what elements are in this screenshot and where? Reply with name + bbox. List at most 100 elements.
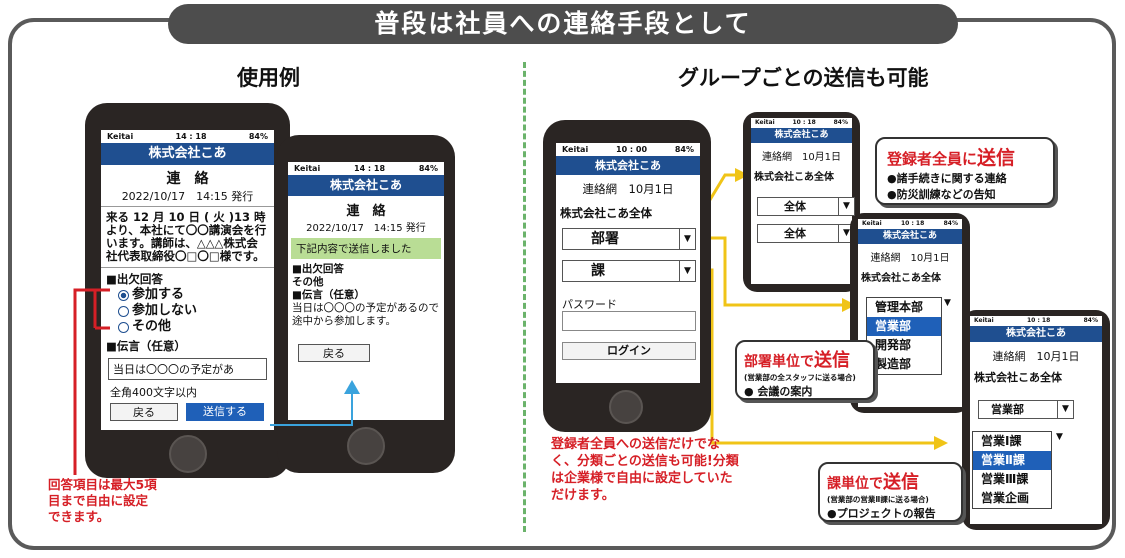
network-date: 連絡網 10月1日 — [870, 253, 950, 264]
home-button[interactable] — [169, 435, 207, 473]
attendance-label: ■出欠回答 — [106, 272, 163, 286]
all-select-2[interactable]: 全体▼ — [757, 224, 855, 243]
option-other[interactable]: その他 — [118, 319, 269, 335]
radio-checked-icon — [118, 289, 129, 301]
dept-option-selected[interactable]: 営業部 — [867, 317, 941, 336]
dropdown-arrow-icon: ▼ — [1057, 401, 1073, 418]
login-button[interactable]: ログイン — [562, 342, 696, 360]
app-header: 株式会社こあ — [751, 128, 852, 143]
dept-option[interactable]: 開発部 — [875, 338, 912, 352]
dropdown-arrow-icon: ▼ — [679, 261, 695, 281]
callout-item: ●諸手続きに関する連絡 — [887, 172, 1007, 185]
password-label: パスワード — [562, 298, 617, 311]
section-option-selected[interactable]: 営業Ⅱ課 — [973, 451, 1051, 470]
company-all: 株式会社こあ全体 — [974, 371, 1062, 384]
section-select[interactable]: 課▼ — [562, 260, 696, 282]
blue-arrow — [270, 392, 353, 426]
message-title: 連 絡 — [346, 204, 386, 219]
app-header: 株式会社こあ — [288, 175, 444, 196]
message-body: 来る 12 月 10 日 ( 火 )13 時より、本社にて〇〇講演会を行います。… — [101, 206, 274, 267]
dropdown-arrow-icon: ▼ — [838, 225, 854, 242]
dept-select[interactable]: 営業部▼ — [978, 400, 1074, 419]
note-answer-items: 回答項目は最大5項目まで自由に設定できます。 — [48, 477, 157, 524]
blue-arrowhead — [344, 380, 360, 394]
dept-option[interactable]: 管理本部 — [875, 300, 924, 314]
dept-list[interactable]: 管理本部 営業部 開発部 製造部 — [866, 297, 942, 375]
dropdown-arrow-icon: ▼ — [944, 298, 951, 308]
callout-item: ●プロジェクトの報告 — [827, 507, 936, 520]
section-list[interactable]: 営業Ⅰ課 営業Ⅱ課 営業Ⅲ課 営業企画 — [972, 431, 1052, 509]
home-button[interactable] — [347, 427, 385, 465]
callout-sub: (営業部の営業Ⅱ課に送る場合) — [827, 495, 929, 504]
note-group-send: 登録者全員への送信だけでなく、分類ごとの送信も可能!分類は企業様で自由に設定して… — [551, 437, 739, 503]
message-label: ■伝言（任意） — [106, 339, 186, 353]
option-decline[interactable]: 参加しない — [118, 303, 269, 319]
callout-item: ● 会議の案内 — [744, 385, 813, 398]
dropdown-arrow-icon: ▼ — [679, 229, 695, 249]
attendance-value: その他 — [292, 276, 324, 288]
send-button[interactable]: 送信する — [186, 403, 264, 421]
message-title: 連 絡 — [166, 171, 209, 187]
option-attend[interactable]: 参加する — [118, 287, 269, 303]
red-bracket-line — [73, 288, 101, 475]
radio-icon — [118, 305, 129, 317]
message-label: ■伝言（任意） — [292, 289, 365, 301]
app-header: 株式会社こあ — [970, 326, 1102, 342]
network-date: 連絡網 10月1日 — [761, 152, 842, 163]
app-header: 株式会社こあ — [101, 143, 274, 165]
home-button[interactable] — [609, 390, 643, 424]
callout-sub: (営業部の全スタッフに送る場合) — [744, 373, 856, 382]
right-section-title: グループごとの送信も可能 — [678, 66, 929, 90]
dept-option[interactable]: 製造部 — [875, 357, 912, 371]
section-option[interactable]: 営業企画 — [981, 491, 1030, 505]
dropdown-arrow-icon: ▼ — [1056, 432, 1063, 442]
left-section-title: 使用例 — [237, 66, 300, 90]
dropdown-arrow-icon: ▼ — [838, 198, 854, 215]
char-limit: 全角400文字以内 — [110, 386, 197, 399]
message-input[interactable]: 当日は〇〇〇の予定があ — [108, 358, 267, 380]
message-value: 当日は〇〇〇の予定があるので途中から参加します。 — [292, 302, 439, 327]
company-all: 株式会社こあ全体 — [560, 206, 652, 220]
callout-all: 登録者全員に送信 ●諸手続きに関する連絡 ●防災訓練などの告知 — [875, 137, 1055, 205]
network-date: 連絡網 10月1日 — [582, 182, 674, 196]
banner-title: 普段は社員への連絡手段として — [168, 4, 958, 44]
message-date: 2022/10/17 14:15 発行 — [306, 223, 426, 234]
callout-dept: 部署単位で送信 (営業部の全スタッフに送る場合) ● 会議の案内 — [735, 340, 875, 400]
callout-section: 課単位で送信 (営業部の営業Ⅱ課に送る場合) ●プロジェクトの報告 — [818, 462, 963, 522]
back-button[interactable]: 戻る — [110, 403, 178, 421]
dept-select[interactable]: 部署▼ — [562, 228, 696, 250]
radio-icon — [118, 321, 129, 333]
back-button[interactable]: 戻る — [298, 344, 370, 362]
all-select-1[interactable]: 全体▼ — [757, 197, 855, 216]
company-all: 株式会社こあ全体 — [861, 273, 941, 284]
company-all: 株式会社こあ全体 — [754, 172, 834, 183]
section-option[interactable]: 営業Ⅰ課 — [981, 434, 1022, 448]
callout-item: ●防災訓練などの告知 — [887, 188, 996, 201]
password-input[interactable] — [562, 311, 696, 331]
app-header: 株式会社こあ — [556, 156, 700, 175]
network-date: 連絡網 10月1日 — [992, 350, 1080, 363]
app-header: 株式会社こあ — [858, 229, 962, 244]
section-option[interactable]: 営業Ⅲ課 — [981, 472, 1029, 486]
message-date: 2022/10/17 14:15 発行 — [121, 190, 254, 203]
attendance-label: ■出欠回答 — [292, 263, 344, 275]
section-divider — [523, 62, 526, 532]
sent-notice: 下記内容で送信しました — [291, 238, 441, 259]
